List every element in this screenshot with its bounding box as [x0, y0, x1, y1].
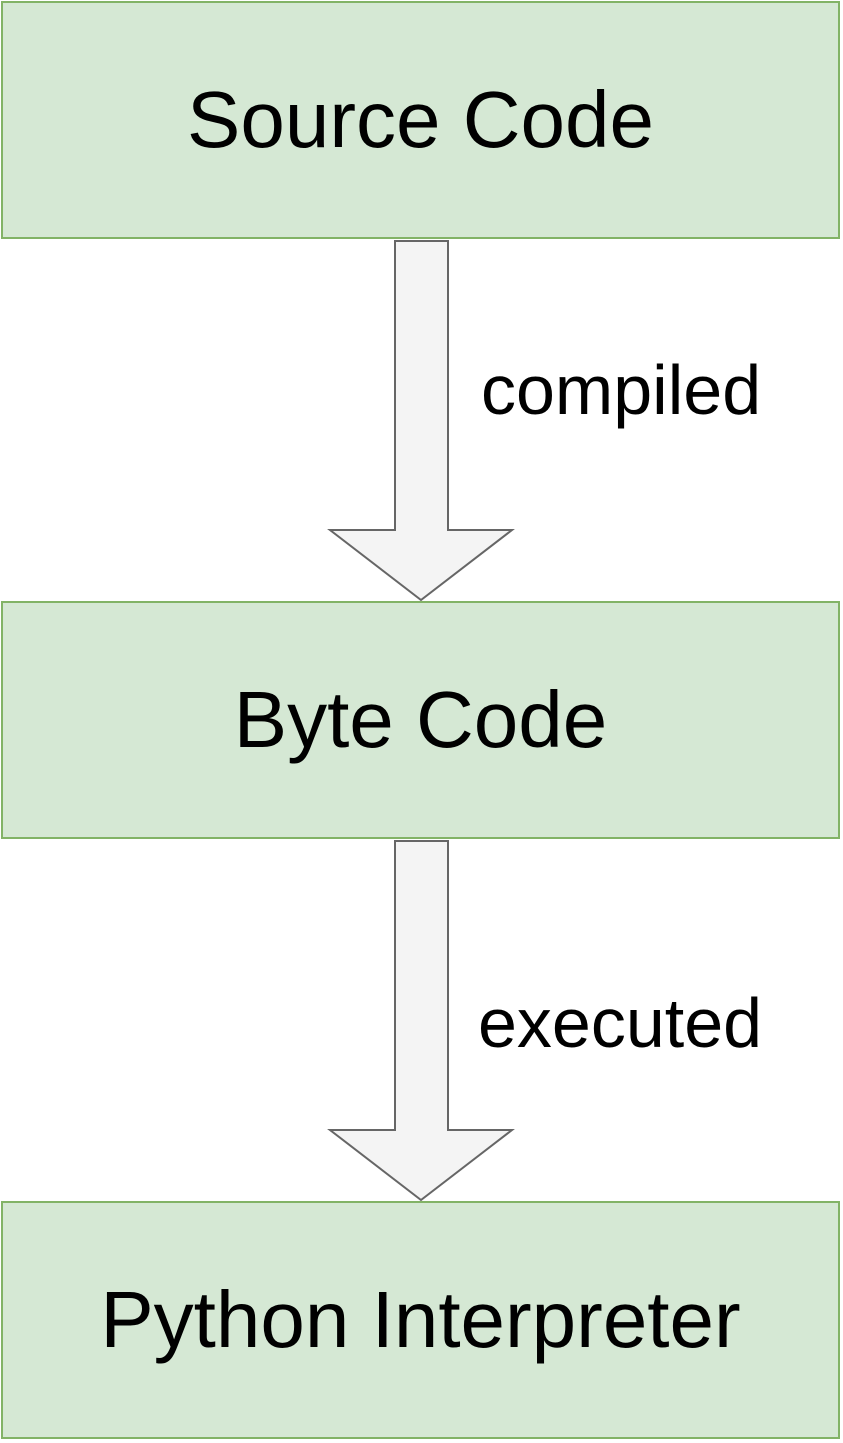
node-source-code-label: Source Code — [187, 75, 654, 164]
node-python-interpreter-label: Python Interpreter — [100, 1275, 741, 1364]
node-python-interpreter: Python Interpreter — [1, 1201, 840, 1439]
edge-label-compiled: compiled — [481, 351, 762, 429]
edge-label-executed: executed — [478, 984, 763, 1062]
node-byte-code: Byte Code — [1, 601, 840, 839]
node-source-code: Source Code — [1, 1, 840, 239]
node-byte-code-label: Byte Code — [233, 675, 608, 764]
arrow-compiled-shape — [327, 240, 515, 602]
arrow-executed-shape — [327, 840, 515, 1202]
